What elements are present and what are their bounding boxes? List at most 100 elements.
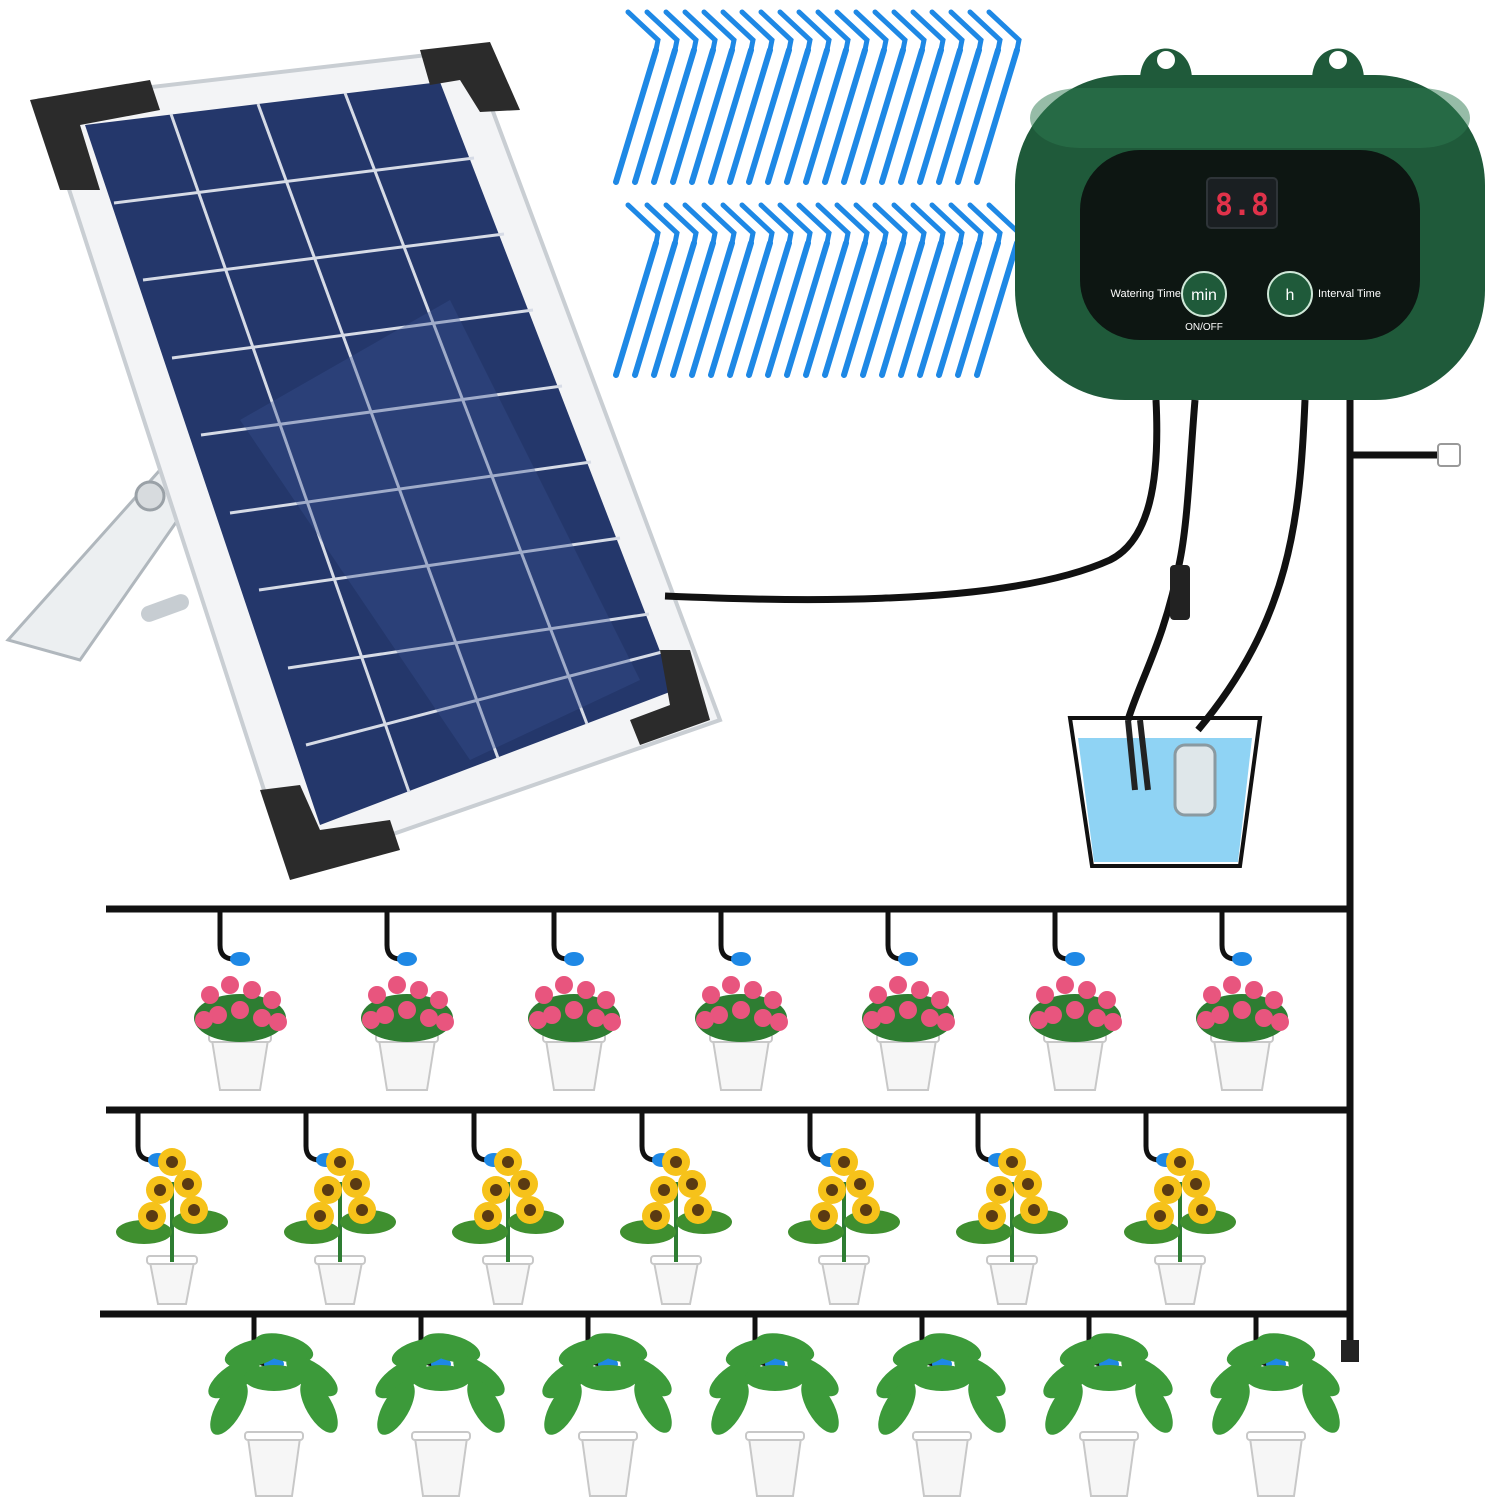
watering-time-label: Watering Time bbox=[1110, 288, 1181, 300]
pump-cable bbox=[1124, 399, 1199, 722]
green-leaf-plant-pot bbox=[208, 1314, 338, 1497]
emitter-icon bbox=[230, 952, 250, 966]
drip-stake-icon bbox=[632, 9, 680, 185]
drip-stake-icon bbox=[613, 9, 661, 185]
drip-stake-icon bbox=[936, 202, 984, 378]
drip-stake-icon bbox=[822, 9, 870, 185]
pump-controller: 8.8 Watering Time min ON/OFF h Interval … bbox=[1015, 48, 1485, 400]
water-bucket bbox=[1067, 716, 1263, 868]
drip-stake-icon bbox=[936, 9, 984, 185]
drip-stakes bbox=[613, 9, 1022, 378]
panel-gridlines bbox=[113, 92, 663, 793]
corner-guard bbox=[30, 80, 160, 190]
pink-flower-pot bbox=[695, 909, 788, 1091]
green-leaf-plant-pot bbox=[876, 1314, 1006, 1497]
green-leaf-plant-pot bbox=[1210, 1314, 1340, 1497]
drip-stake-icon bbox=[898, 9, 946, 185]
drip-stake-icon bbox=[765, 9, 813, 185]
wing-nut-icon bbox=[134, 480, 166, 512]
drip-stake-icon bbox=[803, 202, 851, 378]
led-display bbox=[1206, 177, 1278, 229]
corner-guard bbox=[260, 785, 400, 880]
sunflower-pot bbox=[1124, 1110, 1236, 1305]
drip-stake-icon bbox=[784, 202, 832, 378]
drip-stake-icon bbox=[955, 202, 1003, 378]
display-value: 8.8 bbox=[1215, 188, 1269, 223]
onoff-label: ON/OFF bbox=[1185, 322, 1223, 333]
emitter-icon bbox=[898, 952, 918, 966]
drip-stake-icon bbox=[879, 9, 927, 185]
drip-stake-icon bbox=[708, 202, 756, 378]
sunflower-pot bbox=[788, 1110, 900, 1305]
controller-cables bbox=[1124, 399, 1440, 1345]
sunflower-pot bbox=[116, 1110, 228, 1305]
stand-slot bbox=[141, 594, 189, 622]
pink-flower-pot bbox=[361, 909, 454, 1091]
sunflower-pot bbox=[956, 1110, 1068, 1305]
drip-stake-icon bbox=[860, 9, 908, 185]
drip-stake-icon bbox=[632, 202, 680, 378]
emitter-icon bbox=[397, 952, 417, 966]
emitter-icon bbox=[564, 952, 584, 966]
drip-stake-icon bbox=[746, 202, 794, 378]
bucket-water bbox=[1078, 738, 1252, 862]
emitter-icon bbox=[1232, 952, 1252, 966]
cable-connector bbox=[1170, 565, 1190, 620]
drip-stake-icon bbox=[613, 202, 661, 378]
corner-guard bbox=[630, 650, 710, 745]
emitter-icon bbox=[731, 952, 751, 966]
drip-stake-icon bbox=[689, 9, 737, 185]
plant-rows bbox=[116, 909, 1340, 1497]
solar-cable bbox=[664, 399, 1161, 604]
controller-sheen bbox=[1030, 88, 1470, 148]
bucket-outline bbox=[1067, 716, 1263, 868]
drip-stake-icon bbox=[974, 9, 1022, 185]
pump-icon bbox=[1173, 743, 1217, 817]
pink-flower-pot bbox=[528, 909, 621, 1091]
hang-hole-icon bbox=[1329, 51, 1347, 69]
drip-stake-icon bbox=[727, 9, 775, 185]
h-button[interactable]: h bbox=[1267, 271, 1313, 317]
solar-panel bbox=[5, 42, 723, 880]
drip-stake-icon bbox=[822, 202, 870, 378]
drip-stake-icon bbox=[917, 9, 965, 185]
sunflower-pot bbox=[452, 1110, 564, 1305]
drip-stake-icon bbox=[955, 9, 1003, 185]
panel-glare bbox=[240, 300, 640, 760]
corner-guard bbox=[420, 42, 520, 112]
hang-hole-icon bbox=[1157, 51, 1175, 69]
inlet-hose bbox=[1195, 399, 1309, 733]
control-face bbox=[1080, 150, 1420, 340]
drip-stake-icon bbox=[708, 9, 756, 185]
interval-time-label: Interval Time bbox=[1318, 288, 1381, 300]
drip-stake-icon bbox=[784, 9, 832, 185]
drip-stake-icon bbox=[651, 9, 699, 185]
green-leaf-plant-pot bbox=[1043, 1314, 1173, 1497]
min-button[interactable]: min bbox=[1181, 271, 1227, 317]
min-button-label: min bbox=[1191, 287, 1217, 304]
green-leaf-plant-pot bbox=[709, 1314, 839, 1497]
drip-stake-icon bbox=[879, 202, 927, 378]
green-leaf-plant-pot bbox=[375, 1314, 505, 1497]
sunflower-pot bbox=[284, 1110, 396, 1305]
pink-flower-pot bbox=[1029, 909, 1122, 1091]
drip-stake-icon bbox=[917, 202, 965, 378]
drip-stake-icon bbox=[841, 9, 889, 185]
end-cap-icon bbox=[1341, 1340, 1359, 1362]
drip-stake-icon bbox=[765, 202, 813, 378]
drip-stake-icon bbox=[860, 202, 908, 378]
drip-lines bbox=[100, 905, 1350, 1318]
drip-stake-icon bbox=[898, 202, 946, 378]
drip-stake-icon bbox=[689, 202, 737, 378]
pink-flower-pot bbox=[862, 909, 955, 1091]
bleed-valve-icon bbox=[1437, 443, 1461, 467]
drip-stake-icon bbox=[841, 202, 889, 378]
drip-stake-icon bbox=[651, 202, 699, 378]
pink-flower-pot bbox=[1196, 909, 1289, 1091]
drip-stake-icon bbox=[727, 202, 775, 378]
drip-stake-icon bbox=[803, 9, 851, 185]
emitter-icon bbox=[1065, 952, 1085, 966]
drip-stake-icon bbox=[746, 9, 794, 185]
submerged-cable bbox=[1125, 719, 1151, 791]
